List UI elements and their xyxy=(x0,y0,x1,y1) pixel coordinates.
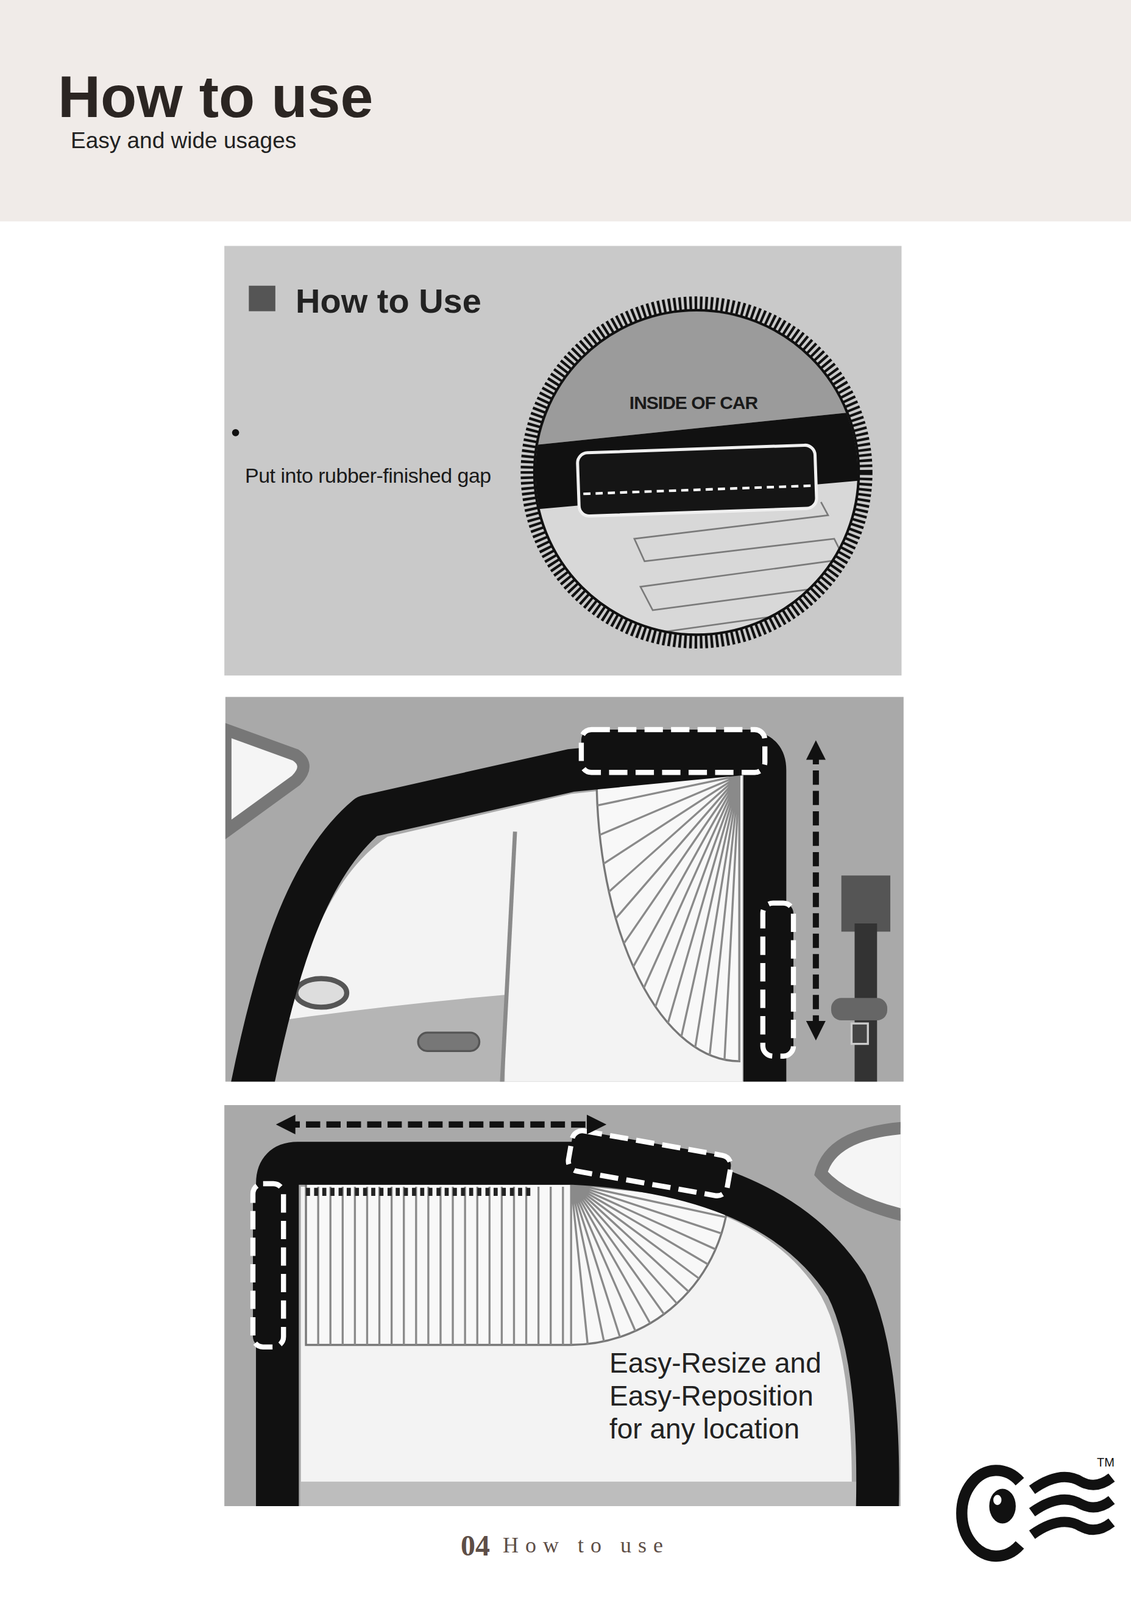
footer-title: How to use xyxy=(502,1532,670,1558)
lower-area xyxy=(525,301,873,648)
page-subtitle: Easy and wide usages xyxy=(70,127,297,155)
trademark: TM xyxy=(1096,1455,1115,1470)
door-frame xyxy=(249,752,765,1082)
door-edge xyxy=(501,831,515,1082)
clip-dash xyxy=(583,485,811,494)
brand-logo xyxy=(961,1469,1112,1556)
shade-clip xyxy=(577,444,817,517)
zoom-circle-content xyxy=(525,301,873,654)
zoom-circle-rim xyxy=(534,310,859,635)
logo-ring xyxy=(961,1469,1020,1556)
heading-square xyxy=(248,285,276,312)
inside-car-label: INSIDE OF CAR xyxy=(629,392,758,414)
side-mirror xyxy=(295,978,347,1007)
rear-window xyxy=(820,1127,901,1217)
fan-ribs xyxy=(570,1183,729,1345)
seatbelt-anchor xyxy=(841,875,891,932)
zoom-circle-teeth xyxy=(527,302,866,642)
page-number: 04 xyxy=(460,1528,490,1562)
fan-shade xyxy=(596,775,740,1061)
buckle-plate xyxy=(851,1023,868,1044)
door-panel xyxy=(260,994,506,1082)
front-window xyxy=(225,729,304,832)
logo-wave xyxy=(1032,1499,1113,1512)
logo-eye-light xyxy=(993,1494,1002,1506)
resize-arrow xyxy=(812,749,819,1030)
panel-background xyxy=(224,245,902,676)
page-title: How to use xyxy=(57,62,373,132)
logo-eye xyxy=(989,1488,1016,1524)
window-sill xyxy=(301,1481,857,1506)
fan-ribs xyxy=(596,775,740,1061)
feature-note: Easy-Resize and Easy-Reposition for any … xyxy=(609,1346,841,1445)
window-frame xyxy=(277,1162,878,1506)
bullet-dot xyxy=(232,429,240,437)
side-door-scene xyxy=(225,729,891,1082)
seatbelt-buckle xyxy=(831,997,888,1021)
side-clip xyxy=(252,1183,284,1347)
logo-wave xyxy=(1032,1476,1113,1490)
top-clip xyxy=(566,1129,733,1198)
reposition-arrow xyxy=(285,1121,597,1128)
side-clip xyxy=(762,903,794,1057)
fan-shade xyxy=(305,1183,730,1345)
instruction-text: Put into rubber-finished gap xyxy=(244,463,492,488)
door-handle xyxy=(418,1032,479,1051)
shade-pleats xyxy=(318,1186,564,1345)
shade-edge xyxy=(305,1187,531,1196)
section-heading: How to Use xyxy=(295,281,482,321)
header-band xyxy=(0,0,1131,222)
logo-wave xyxy=(1032,1521,1113,1535)
top-clip xyxy=(581,729,765,773)
rear-window-scene xyxy=(252,1124,901,1506)
